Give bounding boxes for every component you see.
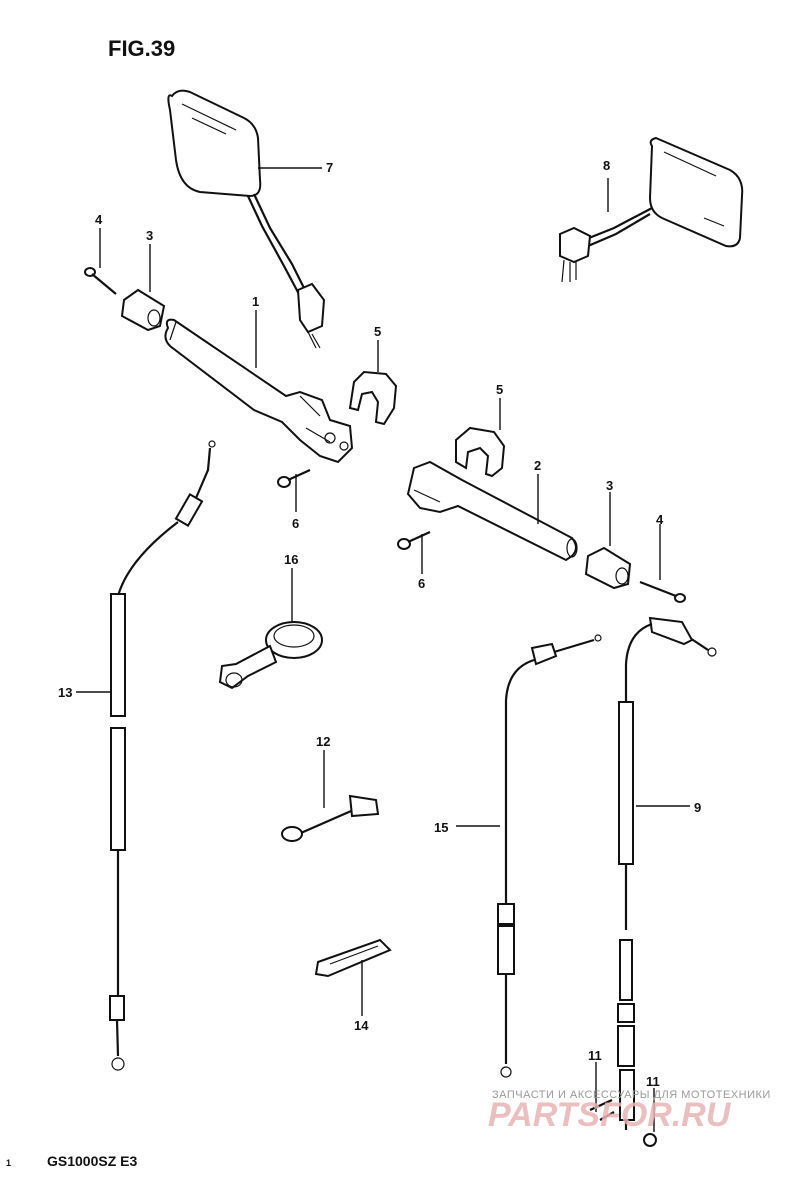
callout-7: 7 — [326, 160, 333, 175]
part-1-left-handlebar — [164, 318, 354, 464]
leader-lines — [76, 167, 690, 1132]
part-4-left-bolt — [84, 267, 117, 295]
part-3-left-weight — [120, 288, 166, 332]
callout-4-left: 4 — [95, 212, 103, 227]
callout-14: 14 — [354, 1018, 369, 1033]
corner-number: 1 — [6, 1158, 11, 1168]
callout-5-left: 5 — [374, 324, 381, 339]
callout-labels: 7 8 4 3 1 5 5 2 3 4 6 6 16 13 12 15 9 14… — [58, 158, 701, 1089]
part-4-right-bolt — [639, 580, 686, 603]
callout-8: 8 — [603, 158, 610, 173]
callout-11: 11 — [588, 1048, 602, 1063]
callout-3-right: 3 — [606, 478, 613, 493]
watermark: ЗАПЧАСТИ И АКСЕССУАРЫ ДЛЯ МОТОТЕХНИКИ PA… — [488, 1089, 771, 1134]
callout-16: 16 — [284, 552, 298, 567]
part-15-throttle-cable-2 — [497, 634, 602, 1078]
callout-1: 1 — [252, 294, 259, 309]
callout-13: 13 — [58, 685, 72, 700]
part-11-bolts — [589, 1098, 657, 1147]
callout-4-right: 4 — [656, 512, 664, 527]
part-13-clutch-cable — [109, 440, 216, 1071]
part-9-throttle-cable-1 — [617, 616, 717, 1130]
callout-2: 2 — [534, 458, 541, 473]
watermark-tagline: ЗАПЧАСТИ И АКСЕССУАРЫ ДЛЯ МОТОТЕХНИКИ — [492, 1089, 771, 1101]
part-2-right-handlebar — [406, 460, 578, 562]
callout-12: 12 — [316, 734, 330, 749]
callout-11-second: 11 — [646, 1074, 660, 1089]
part-3-right-weight — [584, 546, 632, 590]
callout-9: 9 — [694, 800, 701, 815]
callout-15: 15 — [434, 820, 448, 835]
part-8-right-mirror — [559, 136, 744, 283]
part-7-left-mirror — [167, 89, 326, 349]
part-6-left-bolt — [277, 468, 311, 488]
part-5-right-clamp — [455, 426, 506, 478]
figure-title: FIG.39 — [108, 36, 175, 61]
part-6-right-bolt — [397, 530, 431, 550]
part-5-left-clamp — [348, 370, 398, 426]
callout-6-left: 6 — [292, 516, 299, 531]
model-code: GS1000SZ E3 — [47, 1153, 137, 1169]
watermark-brand: PARTSFOR.RU — [488, 1096, 732, 1134]
part-12-clip — [281, 794, 380, 842]
callout-6-right: 6 — [418, 576, 425, 591]
part-16-choke-lever — [218, 621, 323, 690]
callout-5-right: 5 — [496, 382, 503, 397]
callout-3-left: 3 — [146, 228, 153, 243]
part-14-clamp-strip — [314, 938, 392, 978]
